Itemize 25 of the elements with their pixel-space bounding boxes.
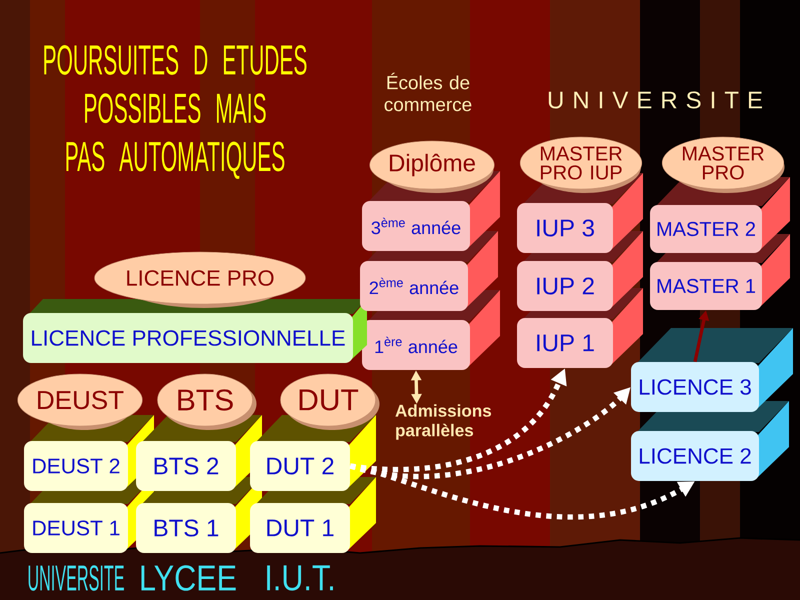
node-label: IUP 1 <box>537 334 594 352</box>
column-heading: U N I V E R S I T E <box>548 92 762 108</box>
column-label: I.U.T. <box>267 565 333 591</box>
column-heading: Écoles de commerce <box>384 72 472 112</box>
oval-label: BTS <box>157 374 256 430</box>
oval-label: DUT <box>280 374 380 430</box>
node-label: DUT 1 <box>267 520 334 536</box>
oval-label: Diplôme <box>369 140 495 193</box>
node-label: 1$^{ère}$ année <box>375 336 458 354</box>
node-label: DEUST 1 <box>33 520 120 536</box>
node-label: BTS 2 <box>154 457 218 474</box>
oval-label: LICENCE PRO <box>94 252 306 308</box>
note-text: Admissions parallèles <box>395 404 492 440</box>
node-label: DEUST 2 <box>33 458 120 474</box>
stacked-box: LICENCE 3 <box>631 328 793 412</box>
node-label: LICENCE 2 <box>640 448 751 464</box>
node-label: BTS 1 <box>154 520 218 536</box>
column-label: LYCEE <box>141 565 236 591</box>
stacked-box: LICENCE PROFESSIONNELLE <box>23 299 367 363</box>
column-label: UNIVERSITE <box>28 565 124 591</box>
oval-label: DEUST <box>17 374 143 430</box>
oval-label: MASTER PRO IUP <box>520 136 642 193</box>
title: POURSUITES D ETUDES POSSIBLES MAIS PAS AUTOMATIQUES <box>44 45 306 179</box>
node-label: MASTER 1 <box>658 278 756 294</box>
oval-label: MASTER PRO <box>662 136 784 193</box>
